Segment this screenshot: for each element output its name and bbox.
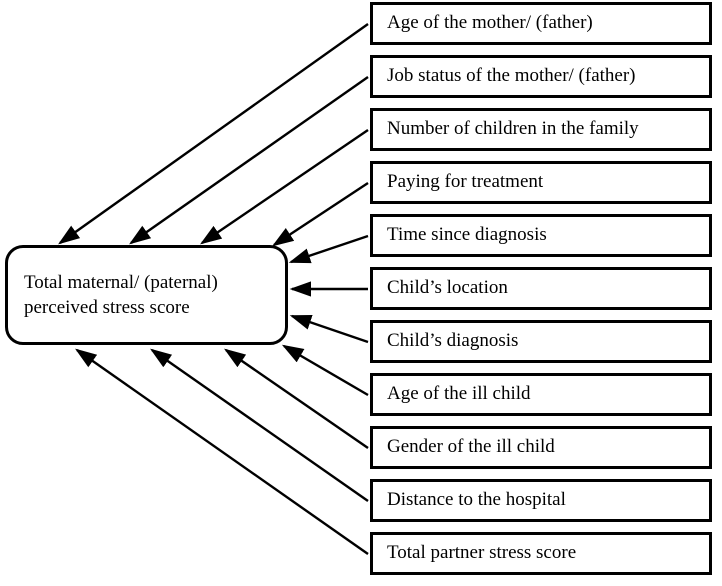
factor-label-distance-to-hospital: Distance to the hospital (387, 489, 566, 511)
factor-box-distance-to-hospital: Distance to the hospital (370, 479, 712, 522)
center-node-label: Total maternal/ (paternal) perceived str… (8, 270, 285, 320)
factor-label-time-since-diagnosis: Time since diagnosis (387, 224, 547, 246)
edge-childs-diagnosis (289, 314, 369, 344)
edge-paying-for-treatment (271, 181, 369, 247)
factor-box-childs-diagnosis: Child’s diagnosis (370, 320, 712, 363)
center-node-line-1: Total maternal/ (paternal) (24, 271, 218, 293)
edge-job-status-of-mother-father (129, 76, 369, 245)
factor-label-age-of-mother-father: Age of the mother/ (father) (387, 12, 593, 34)
factor-box-childs-location: Child’s location (370, 267, 712, 310)
edge-gender-of-ill-child (224, 348, 369, 449)
factor-box-number-of-children: Number of children in the family (370, 108, 712, 151)
edge-distance-to-hospital (150, 348, 369, 502)
factor-box-gender-of-ill-child: Gender of the ill child (370, 426, 712, 469)
factor-label-job-status-of-mother-father: Job status of the mother/ (father) (387, 65, 636, 87)
factor-box-job-status-of-mother-father: Job status of the mother/ (father) (370, 55, 712, 98)
center-node-line-2: perceived stress score (24, 297, 190, 318)
center-node-total-stress-score: Total maternal/ (paternal) perceived str… (5, 245, 288, 345)
factor-label-childs-diagnosis: Child’s diagnosis (387, 330, 519, 352)
edge-number-of-children (200, 129, 369, 245)
factor-box-age-of-mother-father: Age of the mother/ (father) (370, 2, 712, 45)
factor-label-age-of-ill-child: Age of the ill child (387, 383, 531, 405)
factor-label-number-of-children: Number of children in the family (387, 118, 639, 140)
factor-label-paying-for-treatment: Paying for treatment (387, 171, 544, 193)
edge-age-of-ill-child (281, 344, 369, 397)
factor-label-total-partner-stress-score: Total partner stress score (387, 542, 577, 564)
edge-age-of-mother-father (58, 23, 369, 245)
edge-total-partner-stress-score (75, 348, 369, 555)
factor-box-time-since-diagnosis: Time since diagnosis (370, 214, 712, 257)
factor-label-childs-location: Child’s location (387, 277, 508, 299)
factor-box-total-partner-stress-score: Total partner stress score (370, 532, 712, 575)
factor-box-paying-for-treatment: Paying for treatment (370, 161, 712, 204)
factor-label-gender-of-ill-child: Gender of the ill child (387, 436, 555, 458)
factor-box-age-of-ill-child: Age of the ill child (370, 373, 712, 416)
edge-time-since-diagnosis (288, 234, 369, 264)
